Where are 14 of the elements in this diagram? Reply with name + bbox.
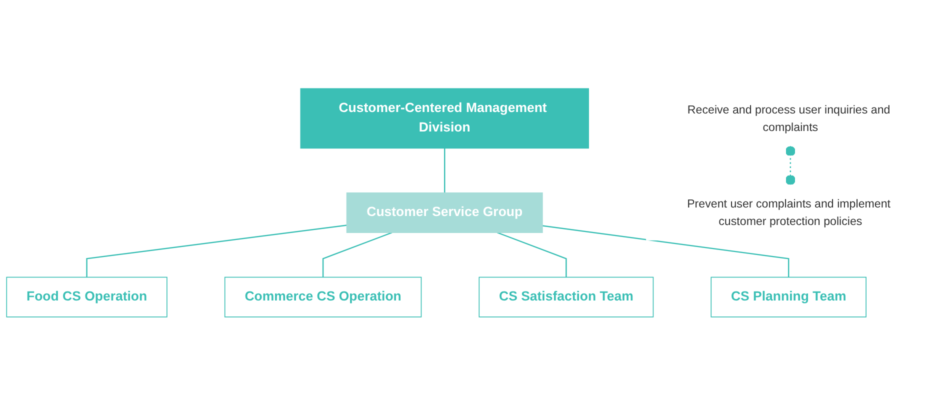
node-box: CS Planning Team xyxy=(710,277,866,318)
node-box: CS Satisfaction Team xyxy=(478,277,654,318)
node-box: Customer-Centered Management Division xyxy=(300,88,589,149)
connector xyxy=(322,232,392,278)
node-box: Customer Service Group xyxy=(346,192,543,234)
node-text: Prevent user complaints and implement customer protection policies xyxy=(687,197,891,228)
connector xyxy=(542,225,790,278)
connector xyxy=(444,148,446,194)
connector xyxy=(496,232,567,278)
connector xyxy=(86,224,347,278)
node-box: Commerce CS Operation xyxy=(224,277,422,318)
connector xyxy=(785,146,796,186)
node-text: Receive and process user inquiries and complaints xyxy=(687,102,890,134)
node-box: Food CS Operation xyxy=(6,277,168,318)
